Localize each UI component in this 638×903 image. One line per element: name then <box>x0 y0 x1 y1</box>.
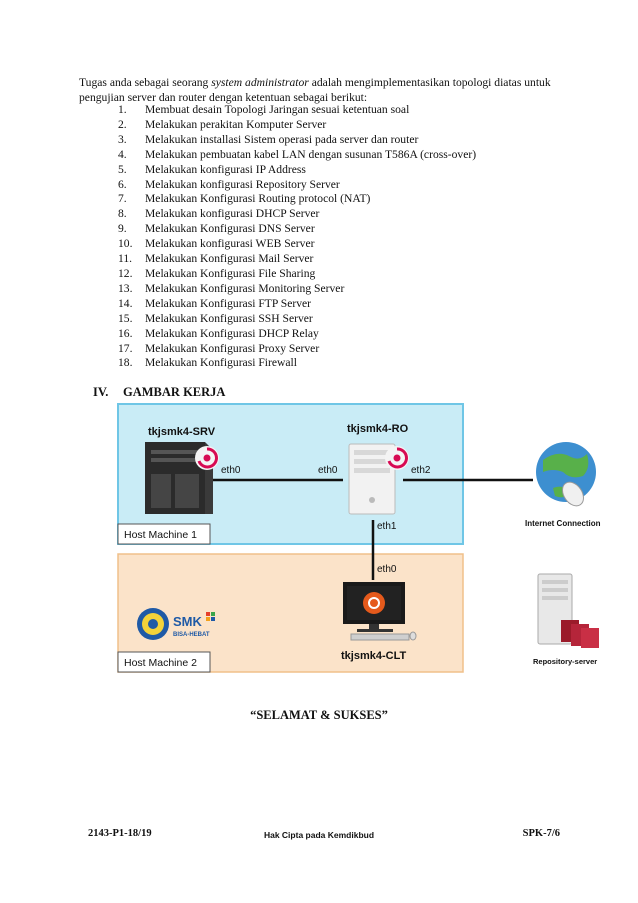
ro-eth0-label: eth0 <box>318 465 338 476</box>
task-number: 12. <box>118 266 133 280</box>
internet-globe-icon <box>536 442 596 507</box>
task-item: 11. Melakukan Konfigurasi Mail Server <box>118 252 476 267</box>
task-item: 3. Melakukan installasi Sistem operasi pa… <box>118 133 476 148</box>
intro-text-2: adalah mengimplementasikan topologi diat… <box>79 76 551 104</box>
ro-eth2-label: eth2 <box>411 465 431 476</box>
task-item: 7. Melakukan Konfigurasi Routing protocol… <box>118 192 476 207</box>
ro-label: tkjsmk4-RO <box>347 423 409 435</box>
task-item: 8. Melakukan konfigurasi DHCP Server <box>118 207 476 222</box>
task-number: 6. <box>118 177 127 191</box>
task-number: 9. <box>118 222 127 236</box>
task-number: 4. <box>118 147 127 161</box>
debian-logo-ro-icon <box>385 446 409 470</box>
smk-logo: SMK BISA-HEBAT <box>137 608 215 640</box>
task-text: Melakukan konfigurasi IP Address <box>145 162 306 176</box>
intro-paragraph: Tugas anda sebagai seorang system admini… <box>79 75 584 105</box>
task-text: Melakukan Konfigurasi Monitoring Server <box>145 281 345 295</box>
footer-copyright: Hak Cipta pada Kemdikbud <box>263 830 375 840</box>
smk-logo-main: SMK <box>173 614 203 629</box>
ro-eth1-label: eth1 <box>377 521 397 532</box>
task-item: 1. Membuat desain Topologi Jaringan sesua… <box>118 103 476 118</box>
footer-doc-code: 2143-P1-18/19 <box>88 828 152 839</box>
footer-page-number: SPK-7/6 <box>522 828 560 839</box>
task-text: Melakukan Konfigurasi Firewall <box>145 356 297 370</box>
task-text: Membuat desain Topologi Jaringan sesuai … <box>145 103 410 116</box>
task-text: Melakukan Konfigurasi DNS Server <box>145 222 315 236</box>
task-item: 9. Melakukan Konfigurasi DNS Server <box>118 222 476 237</box>
task-item: 12. Melakukan Konfigurasi File Sharing <box>118 267 476 282</box>
task-number: 18. <box>118 356 133 370</box>
host-machine-2-tag <box>117 651 211 673</box>
task-item: 16. Melakukan Konfigurasi DHCP Relay <box>118 327 476 342</box>
task-text: Melakukan Konfigurasi File Sharing <box>145 266 316 280</box>
repository-label: Repository-server <box>533 657 597 666</box>
srv-server-icon <box>145 442 213 514</box>
task-text: Melakukan installasi Sistem operasi pada… <box>145 132 419 146</box>
srv-label: tkjsmk4-SRV <box>148 426 216 438</box>
host-machine-1-tag <box>117 523 211 545</box>
clt-label: tkjsmk4-CLT <box>341 650 406 662</box>
task-text: Melakukan perakitan Komputer Server <box>145 117 327 131</box>
task-text: Melakukan konfigurasi DHCP Server <box>145 207 320 221</box>
host-machine-1-label: Host Machine 1 <box>124 529 197 541</box>
section-heading: IV. GAMBAR KERJA <box>93 385 225 400</box>
section-title: GAMBAR KERJA <box>123 385 226 399</box>
task-number: 15. <box>118 311 133 325</box>
intro-emphasis: system administrator <box>211 76 309 89</box>
clt-eth0-label: eth0 <box>377 564 397 575</box>
internet-label: Internet Connection <box>525 519 601 528</box>
task-number: 14. <box>118 296 133 310</box>
task-item: 13. Melakukan Konfigurasi Monitoring Serv… <box>118 282 476 297</box>
task-number: 11. <box>118 252 133 266</box>
ro-router-icon <box>348 443 396 515</box>
section-number: IV. <box>93 385 109 399</box>
task-text: Melakukan konfigurasi WEB Server <box>145 237 315 251</box>
task-text: Melakukan Konfigurasi Proxy Server <box>145 341 320 355</box>
task-item: 4. Melakukan pembuatan kabel LAN dengan s… <box>118 148 476 163</box>
task-text: Melakukan Konfigurasi Routing protocol (… <box>145 192 371 206</box>
task-text: Melakukan Konfigurasi FTP Server <box>145 296 312 310</box>
task-item: 6. Melakukan konfigurasi Repository Serve… <box>118 178 476 193</box>
task-item: 17. Melakukan Konfigurasi Proxy Server <box>118 342 476 357</box>
task-item: 10. Melakukan konfigurasi WEB Server <box>118 237 476 252</box>
task-number: 13. <box>118 281 133 295</box>
task-number: 2. <box>118 117 127 131</box>
task-text: Melakukan Konfigurasi Mail Server <box>145 252 314 266</box>
clt-monitor-icon <box>343 582 417 641</box>
task-text: Melakukan Konfigurasi DHCP Relay <box>145 326 319 340</box>
task-number: 17. <box>118 341 133 355</box>
task-list: 1. Membuat desain Topologi Jaringan sesua… <box>118 103 476 371</box>
intro-text-1: Tugas anda sebagai seorang <box>79 76 212 89</box>
task-number: 3. <box>118 132 127 146</box>
task-text: Melakukan konfigurasi Repository Server <box>145 177 340 191</box>
task-number: 10. <box>118 237 133 251</box>
task-text: Melakukan Konfigurasi SSH Server <box>145 311 313 325</box>
task-number: 1. <box>118 103 127 116</box>
task-number: 5. <box>118 162 127 176</box>
network-topology-diagram: tkjsmk4-SRV eth0 tkjsmk4-RO eth0 eth2 et… <box>117 403 601 673</box>
task-text: Melakukan pembuatan kabel LAN dengan sus… <box>145 147 477 161</box>
smk-logo-sub: BISA-HEBAT <box>173 632 210 638</box>
task-item: 5. Melakukan konfigurasi IP Address <box>118 163 476 178</box>
host-machine-2-label: Host Machine 2 <box>124 657 197 669</box>
task-number: 7. <box>118 192 127 206</box>
task-item: 18. Melakukan Konfigurasi Firewall <box>118 356 476 371</box>
srv-eth0-label: eth0 <box>221 465 241 476</box>
repository-server-icon <box>537 573 599 648</box>
task-number: 16. <box>118 326 133 340</box>
closing-message: “SELAMAT & SUKSES” <box>250 708 388 722</box>
task-item: 14. Melakukan Konfigurasi FTP Server <box>118 297 476 312</box>
task-number: 8. <box>118 207 127 221</box>
task-item: 15. Melakukan Konfigurasi SSH Server <box>118 312 476 327</box>
debian-logo-icon <box>195 446 219 470</box>
task-item: 2. Melakukan perakitan Komputer Server <box>118 118 476 133</box>
